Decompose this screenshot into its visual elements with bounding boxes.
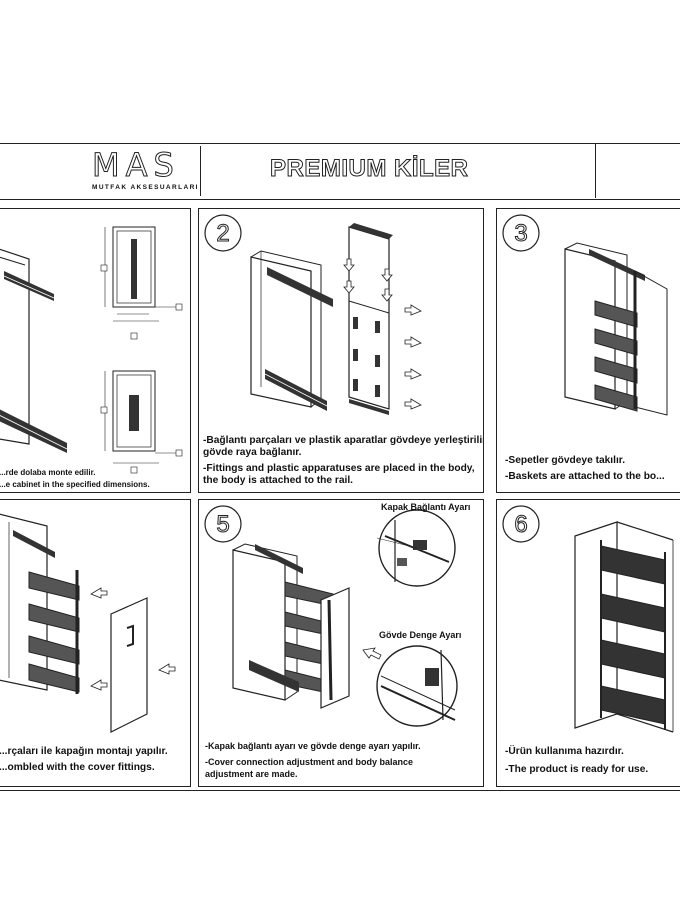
step-6-caption-tr: -Ürün kullanıma hazırdır. xyxy=(505,746,624,757)
step-3-number: 3 xyxy=(514,220,527,247)
step-5-number-badge: 5 xyxy=(204,505,242,543)
step-3-caption-en: -Baskets are attached to the bo... xyxy=(505,471,665,482)
step-1-caption-en: ...e cabinet in the specified dimensions… xyxy=(0,480,150,489)
step-2-illustration xyxy=(250,223,422,415)
step-3-illustration xyxy=(564,242,668,416)
step-1-caption-tr: ...rde dolaba monte edilir. xyxy=(0,468,96,477)
step-4-caption-tr: ...rçaları ile kapağın montajı yapılır. xyxy=(0,746,168,757)
step-1-illustration xyxy=(0,226,183,474)
step-5-caption-en-line2: adjustment are made. xyxy=(205,769,298,779)
cover-connection-adjustment-label: Kapak Bağlantı Ayarı xyxy=(381,502,471,512)
step-5-caption-en-line1: -Cover connection adjustment and body ba… xyxy=(205,757,414,767)
body-balance-adjustment-label: Gövde Denge Ayarı xyxy=(379,630,462,640)
step-2-caption-en-line1: -Fittings and plastic apparatuses are pl… xyxy=(203,463,475,474)
document-title: PREMIUM KİLER xyxy=(270,155,469,183)
step-6-illustration xyxy=(574,521,674,733)
sheet-bottom-rule xyxy=(0,790,680,791)
step-panel-1: ...rde dolaba monte edilir. ...e cabinet… xyxy=(0,208,191,493)
step-3-number-badge: 3 xyxy=(502,214,540,252)
brand-name: MAS xyxy=(92,146,180,185)
step-4-illustration xyxy=(0,513,176,733)
step-5-caption-tr: -Kapak bağlantı ayarı ve gövde denge aya… xyxy=(205,741,421,751)
brand-subtitle: MUTFAK AKSESUARLARI xyxy=(92,184,199,191)
step-panel-5: 5 xyxy=(198,499,484,787)
step-panel-6: 6 -Ürün kullanıma hazırdır. -The product… xyxy=(496,499,680,787)
header-bar xyxy=(0,143,680,200)
step-panel-3: 3 -Sepetler gövdeye takılır. -Baskets ar… xyxy=(496,208,680,493)
step-2-number: 2 xyxy=(216,220,229,247)
step-3-caption-tr: -Sepetler gövdeye takılır. xyxy=(505,455,626,466)
step-2-number-badge: 2 xyxy=(204,214,242,252)
step-6-number-badge: 6 xyxy=(502,505,540,543)
step-2-caption-tr-line1: -Bağlantı parçaları ve plastik aparatlar… xyxy=(203,435,484,446)
step-5-illustration xyxy=(232,509,458,727)
step-panel-4: ...rçaları ile kapağın montajı yapılır. … xyxy=(0,499,191,787)
step-6-caption-en: -The product is ready for use. xyxy=(505,764,649,775)
step-4-caption-en: ...ombled with the cover fittings. xyxy=(0,762,155,773)
step-6-number: 6 xyxy=(514,511,527,538)
step-panel-2: 2 xyxy=(198,208,484,493)
step-2-caption-en-line2: the body is attached to the rail. xyxy=(203,475,354,486)
title-box: PREMIUM KİLER xyxy=(200,143,596,198)
step-2-caption-tr-line2: gövde raya bağlanır. xyxy=(203,447,302,458)
brand-logo: MAS MUTFAK AKSESUARLARI xyxy=(84,146,201,196)
step-5-number: 5 xyxy=(216,511,229,538)
